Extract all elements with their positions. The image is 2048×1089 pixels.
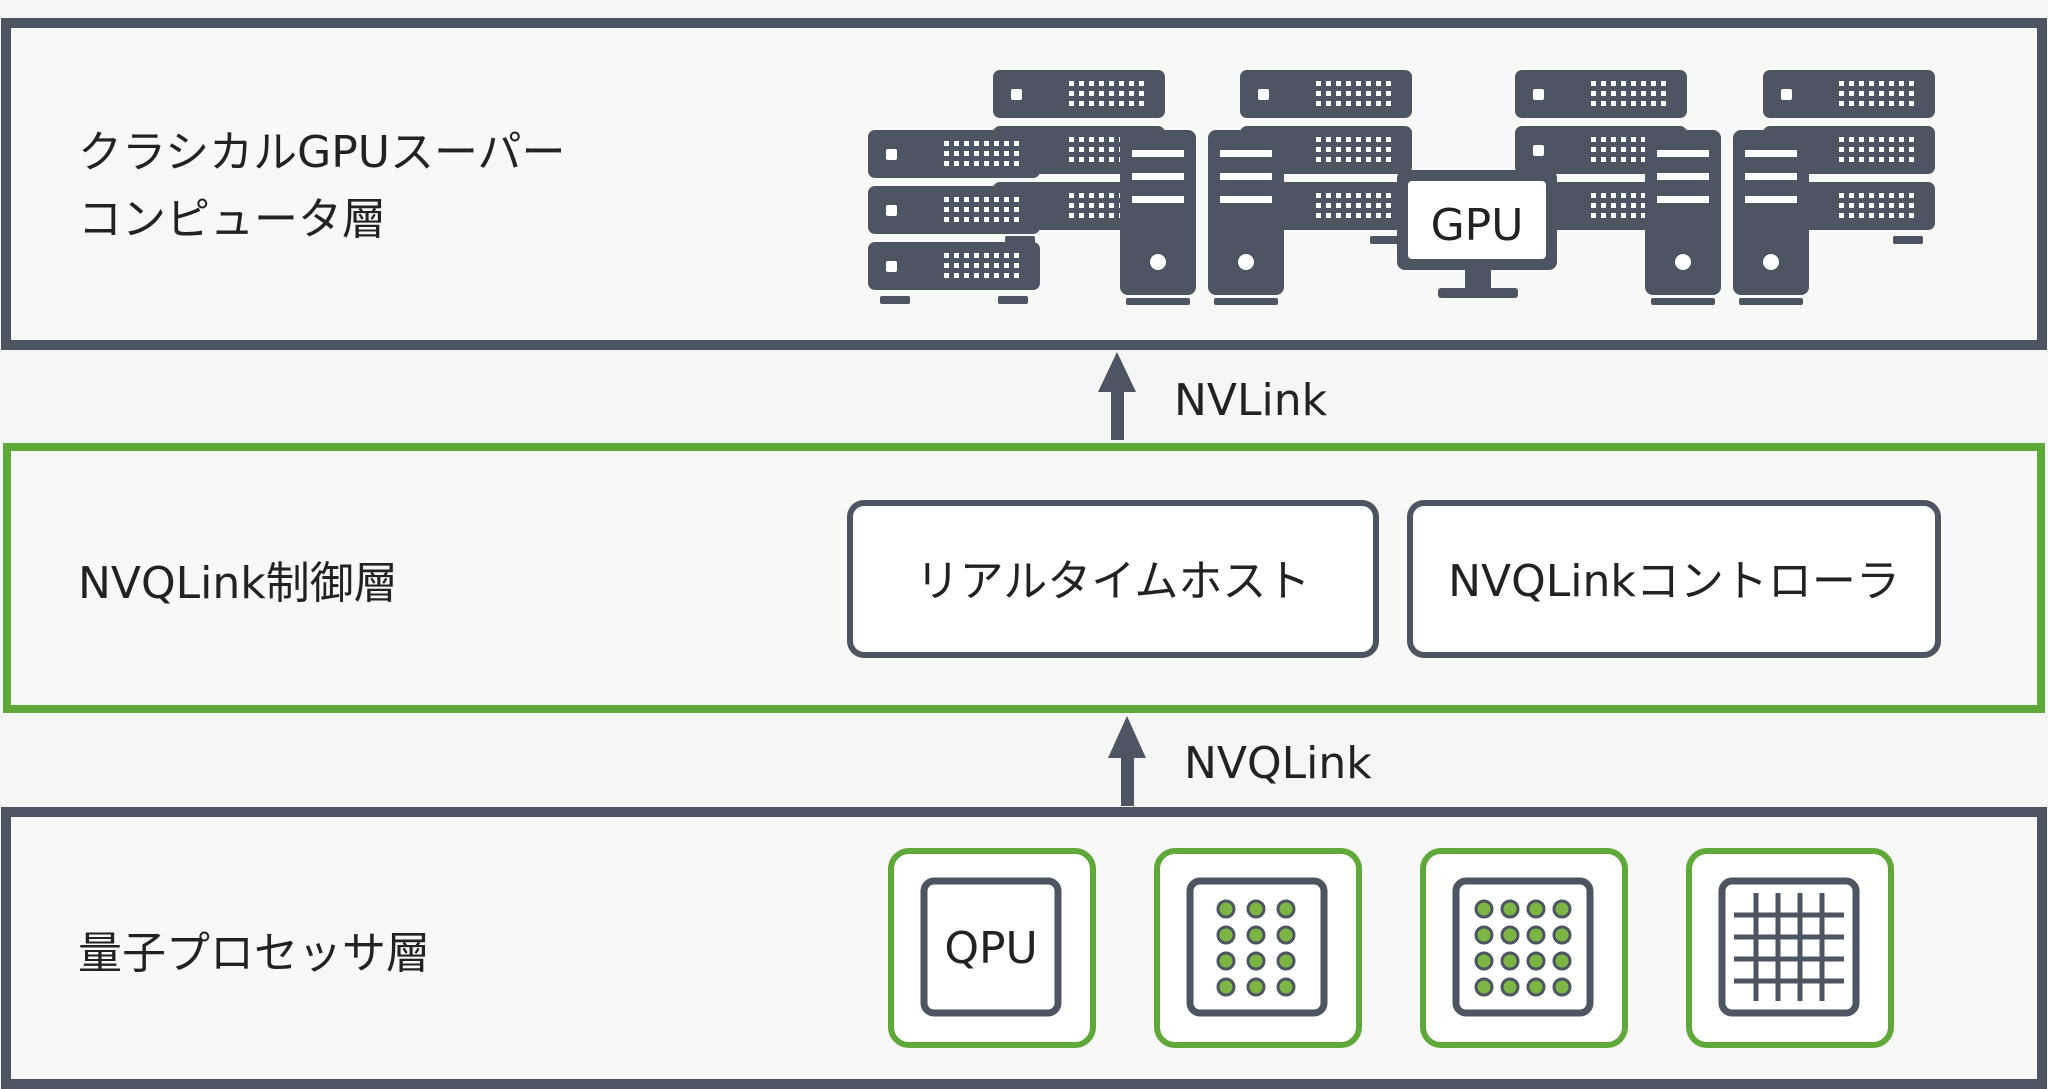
classical-layer-label-line1: クラシカルGPUスーパー bbox=[78, 127, 566, 178]
classical-layer-label-line2: コンピュータ層 bbox=[78, 194, 386, 245]
quantum-chip-icon bbox=[1689, 851, 1891, 1045]
nvqlink-controller-box bbox=[1407, 500, 1941, 658]
gpu-monitor-icon bbox=[1397, 170, 1557, 298]
tower-server-icon bbox=[1645, 130, 1721, 305]
nvlink-arrow bbox=[1098, 352, 1136, 440]
tower-server-icon bbox=[1208, 130, 1284, 305]
quantum-chip-icon bbox=[1423, 851, 1625, 1045]
quantum-chip-icon bbox=[1157, 851, 1359, 1045]
nvqlink-label: NVQLink bbox=[1184, 738, 1372, 789]
server-cluster-icon: GPU bbox=[868, 70, 1935, 305]
gpu-label: GPU bbox=[1431, 200, 1524, 251]
server-rack-icon bbox=[868, 130, 1040, 304]
qpu-label: QPU bbox=[944, 923, 1037, 974]
nvqlink-controller-label: NVQLinkコントローラ bbox=[1448, 556, 1900, 607]
control-layer-label: NVQLink制御層 bbox=[78, 558, 398, 609]
nvlink-label: NVLink bbox=[1174, 375, 1328, 426]
quantum-chip-icon bbox=[891, 851, 1093, 1045]
realtime-host-label: リアルタイムホスト bbox=[916, 556, 1311, 607]
tower-server-icon bbox=[1733, 130, 1809, 305]
tower-server-icon bbox=[1120, 130, 1196, 305]
quantum-layer-label: 量子プロセッサ層 bbox=[78, 928, 430, 979]
realtime-host-box bbox=[847, 500, 1379, 658]
nvqlink-arrow bbox=[1108, 716, 1146, 806]
